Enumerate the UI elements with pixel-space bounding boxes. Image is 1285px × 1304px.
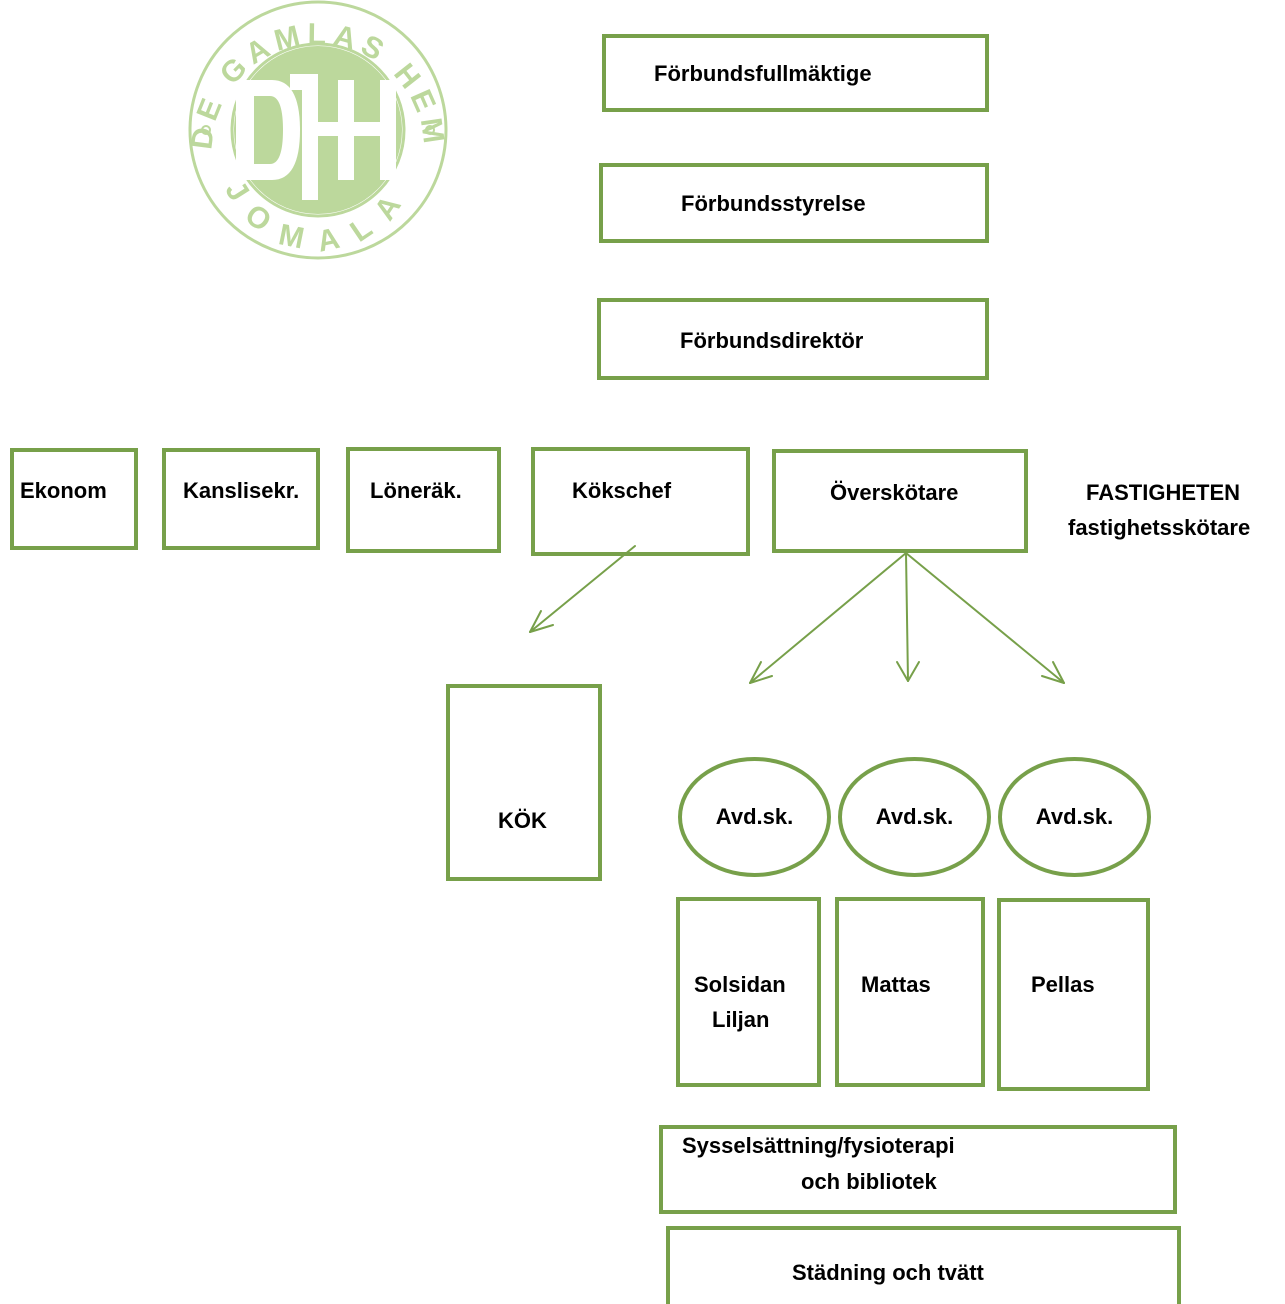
label-property-sub: fastighetsskötare [1068, 515, 1251, 540]
box-secretary: Kanslisekr. [162, 448, 320, 550]
logo-ring-top-text: DE GAMLAS HEM [185, 18, 445, 151]
oval-ward-lead-1: Avd.sk. [678, 757, 831, 877]
label-property-title: FASTIGHETEN [1086, 480, 1241, 505]
label-ward-lead-3: Avd.sk. [1035, 804, 1114, 829]
label-director: Förbundsdirektör [680, 328, 864, 353]
oval-ward-lead-3: Avd.sk. [998, 757, 1151, 877]
box-director: Förbundsdirektör [597, 298, 989, 380]
box-economist: Ekonom [10, 448, 138, 550]
oval-ward-lead-2: Avd.sk. [838, 757, 991, 877]
label-ward-pellas: Pellas [1031, 972, 1095, 997]
label-head-nurse: Överskötare [830, 480, 959, 505]
box-payroll: Löneräk. [346, 447, 501, 553]
label-council: Förbundsfullmäktige [654, 61, 872, 86]
box-property: FASTIGHETEN fastighetsskötare [1052, 455, 1273, 559]
svg-text:JOMALA: JOMALA [219, 175, 418, 259]
box-activities: Sysselsättning/fysioterapi och bibliotek [659, 1125, 1177, 1214]
box-head-nurse: Överskötare [772, 449, 1028, 553]
box-cleaning: Städning och tvätt [666, 1226, 1181, 1304]
logo-ring-bottom-text: JOMALA [219, 175, 400, 259]
label-payroll: Löneräk. [370, 478, 462, 503]
label-cleaning: Städning och tvätt [792, 1260, 984, 1285]
arrow-head-nurse-to-ward-3 [905, 552, 1065, 684]
label-board: Förbundsstyrelse [681, 191, 866, 216]
label-kitchen-chief: Kökschef [572, 478, 672, 503]
arrow-head-nurse-to-ward-2 [905, 552, 909, 682]
label-activities-line1: Sysselsättning/fysioterapi [682, 1133, 955, 1158]
label-secretary: Kanslisekr. [183, 478, 300, 503]
box-ward-pellas: Pellas [997, 898, 1150, 1091]
label-ward-lead-1: Avd.sk. [715, 804, 794, 829]
arrow-kitchen-chief-to-kitchen [529, 545, 636, 633]
label-ward-solsidan: Solsidan [694, 972, 786, 997]
box-kitchen: KÖK [446, 684, 602, 881]
box-board: Förbundsstyrelse [599, 163, 989, 243]
label-kitchen: KÖK [498, 808, 547, 833]
box-ward-solsidan-liljan: Solsidan Liljan [676, 897, 821, 1087]
arrow-head-nurse-to-ward-1 [749, 552, 907, 684]
label-ward-liljan: Liljan [712, 1007, 770, 1032]
label-economist: Ekonom [20, 478, 107, 503]
box-ward-mattas: Mattas [835, 897, 985, 1087]
label-ward-mattas: Mattas [861, 972, 931, 997]
label-activities-line2: och bibliotek [801, 1169, 937, 1194]
label-ward-lead-2: Avd.sk. [875, 804, 954, 829]
svg-text:DE GAMLAS HEM: DE GAMLAS HEM [185, 18, 451, 151]
box-council: Förbundsfullmäktige [602, 34, 989, 112]
box-kitchen-chief: Kökschef [531, 447, 750, 556]
